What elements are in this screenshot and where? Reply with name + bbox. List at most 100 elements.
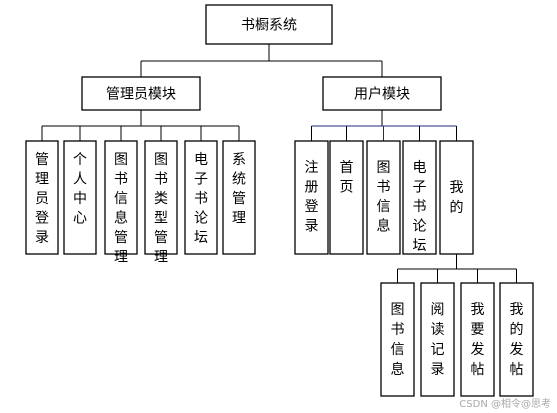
node-book-type-manage: 图书类型管理图书类型管理 — [144, 140, 178, 266]
node-home-page-char: 页 — [340, 180, 354, 196]
node-my-book-info-char: 信 — [391, 342, 405, 358]
node-ebook-forum-admin-frame — [184, 140, 218, 255]
node-reading-record-char: 录 — [431, 362, 445, 378]
module-admin: 管理员模块 — [81, 76, 201, 111]
node-my-book-info-char: 书 — [391, 322, 405, 338]
node-register-login-char: 注 — [305, 160, 319, 176]
node-new-post-char: 要 — [471, 322, 485, 338]
module-user: 用户模块 — [322, 76, 442, 111]
node-ebook-forum-user: 电子书论坛电子书论坛 — [402, 140, 437, 255]
node-ebook-forum-user-char: 电 — [413, 160, 427, 176]
node-book-info-user-char: 图 — [377, 160, 391, 176]
node-book-info-user-char: 信 — [377, 199, 391, 215]
node-personal-center-char: 人 — [73, 172, 87, 188]
node-my-posts: 我的发帖我的发帖 — [499, 282, 534, 397]
node-reading-record: 阅读记录阅读记录 — [420, 282, 455, 397]
node-my-posts-char: 我 — [510, 302, 524, 318]
node-book-info-user: 图书信息图书信息 — [366, 140, 401, 255]
node-personal-center: 个人中心个人中心 — [63, 140, 97, 255]
node-register-login: 注册登录注册登录 — [294, 140, 329, 255]
node-admin-login: 管理员登录管理员登录 — [25, 140, 59, 255]
node-system-manage: 系统管理系统管理 — [222, 140, 256, 255]
node-admin-login-char: 管 — [35, 152, 49, 168]
node-book-info-manage-char: 书 — [114, 172, 128, 188]
node-mine-char: 我 — [450, 180, 464, 196]
node-system-manage-frame — [222, 140, 256, 255]
node-my-book-info: 图书信息图书信息 — [380, 282, 415, 397]
node-system-manage-char: 系 — [232, 152, 246, 168]
node-admin-login-char: 员 — [35, 191, 49, 207]
node-book-type-manage-char: 管 — [154, 230, 168, 246]
module-user-label: 用户模块 — [354, 86, 410, 103]
node-my-posts-char: 帖 — [510, 362, 524, 378]
node-book-info-manage-frame — [104, 140, 138, 255]
node-book-type-manage-char: 型 — [154, 211, 168, 227]
node-reading-record-char: 读 — [431, 321, 445, 338]
node-admin-login-char: 录 — [35, 230, 49, 246]
node-register-login-char: 登 — [305, 199, 319, 215]
node-book-info-manage-char: 信 — [114, 191, 128, 207]
root-node-bookcase-system-label: 书橱系统 — [241, 18, 297, 34]
node-ebook-forum-user-char: 坛 — [413, 238, 427, 254]
node-new-post-char: 我 — [471, 302, 485, 318]
node-my-posts-char: 的 — [510, 322, 524, 338]
node-system-manage-char: 统 — [232, 172, 246, 188]
node-mine: 我的我的 — [439, 140, 474, 255]
node-book-info-user-char: 息 — [377, 218, 391, 235]
node-my-posts-char: 发 — [510, 342, 524, 358]
node-personal-center-char: 心 — [73, 211, 87, 227]
node-book-type-manage-char: 图 — [154, 152, 168, 168]
node-book-info-manage-char: 息 — [114, 210, 128, 227]
node-home-page-frame — [329, 140, 364, 255]
module-admin-frame — [81, 76, 201, 111]
node-mine-char: 的 — [450, 200, 464, 216]
node-register-login-frame — [294, 140, 329, 255]
node-book-info-manage-char: 理 — [114, 250, 128, 266]
node-book-info-manage-char: 管 — [114, 230, 128, 246]
node-book-info-user-frame — [366, 140, 401, 255]
node-admin-login-char: 登 — [35, 211, 49, 227]
node-my-posts-frame — [499, 282, 534, 397]
node-personal-center-frame — [63, 140, 97, 255]
node-ebook-forum-admin-char: 子 — [194, 172, 208, 188]
node-ebook-forum-user-char: 子 — [413, 180, 427, 196]
node-ebook-forum-admin: 电子书论坛电子书论坛 — [184, 140, 218, 255]
node-new-post: 我要发帖我要发帖 — [460, 282, 495, 397]
node-my-book-info-char: 息 — [391, 361, 405, 378]
node-reading-record-char: 阅 — [431, 302, 445, 318]
node-register-login-char: 录 — [305, 219, 319, 235]
node-reading-record-char: 记 — [431, 342, 445, 358]
node-ebook-forum-user-char: 书 — [413, 199, 427, 215]
node-book-type-manage-char: 理 — [154, 250, 168, 266]
node-admin-login-char: 理 — [35, 172, 49, 188]
node-my-book-info-char: 图 — [391, 302, 405, 318]
node-new-post-char: 发 — [471, 342, 485, 358]
node-home-page-char: 首 — [340, 160, 354, 176]
node-reading-record-frame — [420, 282, 455, 397]
diagram-nodes: 书橱系统管理员模块用户模块管理员登录管理员登录个人中心个人中心图书信息管理图书信… — [25, 4, 534, 397]
node-register-login-char: 册 — [305, 180, 319, 196]
node-system-manage-char: 理 — [232, 211, 246, 227]
module-user-frame — [322, 76, 442, 111]
node-new-post-char: 帖 — [471, 362, 485, 378]
node-book-info-user-char: 书 — [377, 180, 391, 196]
node-ebook-forum-user-frame — [402, 140, 437, 255]
node-book-info-manage-char: 图 — [114, 152, 128, 168]
node-my-book-info-frame — [380, 282, 415, 397]
module-admin-label: 管理员模块 — [106, 87, 176, 103]
node-book-info-manage: 图书信息管理图书信息管理 — [104, 140, 138, 266]
node-ebook-forum-user-char: 论 — [413, 219, 427, 235]
node-book-type-manage-char: 书 — [154, 172, 168, 188]
watermark: CSDN @相令@思考 — [459, 399, 551, 410]
node-book-type-manage-frame — [144, 140, 178, 255]
node-ebook-forum-admin-char: 坛 — [194, 230, 208, 246]
node-personal-center-char: 个 — [73, 152, 87, 168]
node-admin-login-frame — [25, 140, 59, 255]
node-mine-frame — [439, 140, 474, 255]
node-home-page: 首页首页 — [329, 140, 364, 255]
node-personal-center-char: 中 — [73, 191, 87, 207]
node-new-post-frame — [460, 282, 495, 397]
node-system-manage-char: 管 — [232, 191, 246, 207]
connector-lines — [41, 44, 517, 283]
